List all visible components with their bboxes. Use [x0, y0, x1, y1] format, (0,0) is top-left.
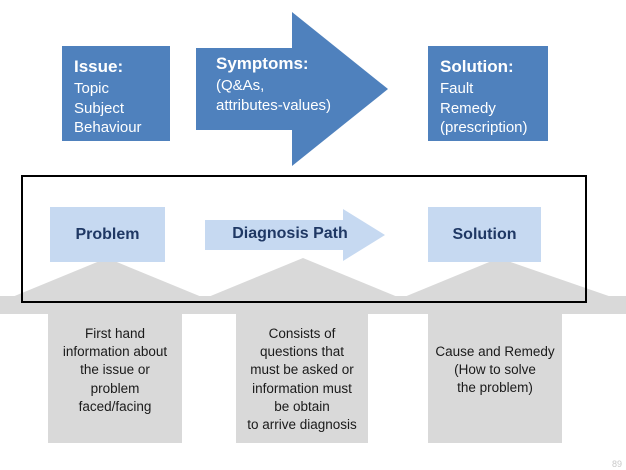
desc2-line-4: information must — [252, 380, 352, 396]
symptoms-label-group: Symptoms: (Q&As, attributes-values) — [216, 53, 376, 115]
issue-line-2: Subject — [74, 99, 125, 117]
gray-mountain-band-shape — [0, 258, 626, 314]
desc1-line-3: the issue or — [80, 362, 150, 378]
diagnosis-framework-frame — [21, 175, 587, 303]
solution-heading: Solution: — [440, 57, 514, 76]
problem-label: Problem — [75, 225, 140, 243]
desc1-line-2: information about — [62, 344, 168, 360]
desc2-line-1: Consists of — [268, 326, 336, 341]
desc1-line-1: First hand — [84, 326, 146, 341]
issue-line-1: Topic — [74, 80, 110, 98]
problem-box: Problem — [50, 207, 165, 262]
symptoms-heading: Symptoms: — [216, 54, 309, 73]
solution-line-3: (prescription) — [440, 119, 528, 137]
desc2-line-3: must be asked or — [250, 362, 354, 378]
issue-line-3: Behaviour — [74, 119, 142, 137]
description-box-solution: Cause and Remedy (How to solve the probl… — [428, 311, 562, 443]
desc2-line-2: questions that — [259, 344, 345, 360]
desc3-line-1: Cause and Remedy — [435, 344, 555, 359]
solution-line-2: Remedy — [440, 99, 496, 117]
symptoms-line-1: (Q&As, — [216, 77, 265, 95]
solution-line-1: Fault — [440, 80, 474, 98]
solution-mid-box: Solution — [428, 207, 541, 262]
desc1-line-5: faced/facing — [78, 398, 152, 414]
diagnosis-path-label: Diagnosis Path — [232, 225, 348, 242]
issue-box: Issue: Topic Subject Behaviour — [62, 46, 170, 141]
desc3-line-2: (How to solve — [454, 362, 536, 378]
description-box-diagnosis: Consists of questions that must be asked… — [236, 311, 368, 443]
symptoms-line-2: attributes-values) — [216, 96, 332, 114]
page-number: 89 — [611, 459, 622, 469]
desc3-line-3: the problem) — [457, 380, 533, 396]
desc2-line-6: to arrive diagnosis — [247, 417, 357, 433]
desc2-line-5: be obtain — [274, 398, 330, 414]
solution-box: Solution: Fault Remedy (prescription) — [428, 46, 548, 141]
diagnosis-path-arrow-shape — [205, 209, 385, 261]
description-box-problem: First hand information about the issue o… — [48, 311, 182, 443]
solution-mid-label: Solution — [452, 225, 517, 243]
desc1-line-4: problem — [90, 380, 140, 396]
issue-heading: Issue: — [74, 57, 124, 76]
symptoms-block-arrow-shape — [196, 12, 388, 166]
